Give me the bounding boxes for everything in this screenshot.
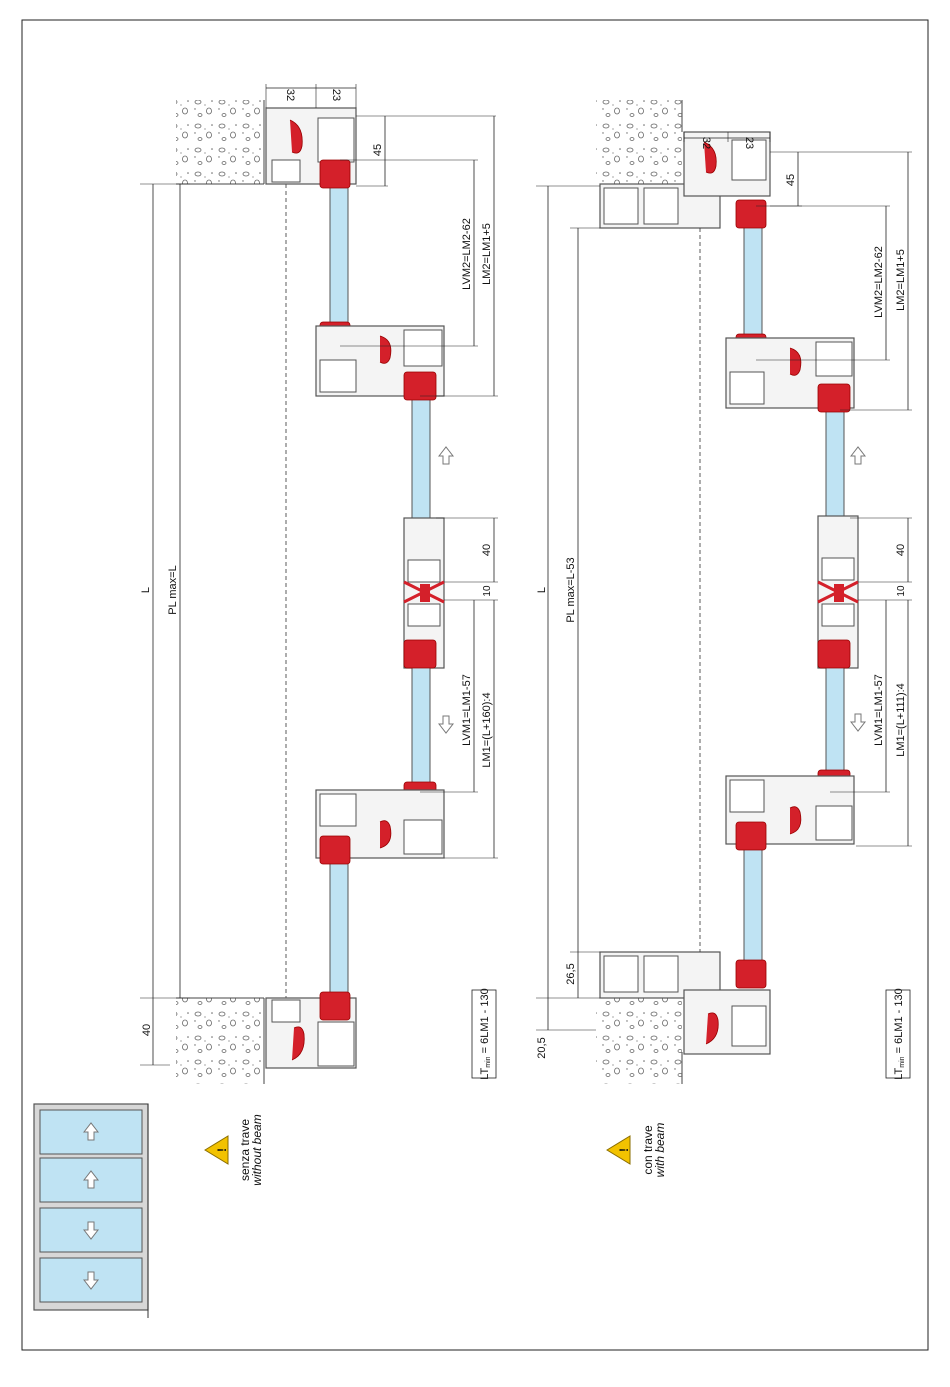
dim-10: 10 — [482, 585, 493, 597]
dim-20-5: 20,5 — [536, 1037, 548, 1058]
dim-23-2: 23 — [743, 137, 755, 149]
warning-with-beam: ! con trave with beam — [607, 1123, 667, 1178]
dim-40-bottom: 40 — [141, 1024, 153, 1036]
svg-text:!: ! — [215, 1148, 229, 1152]
sash-glass-2 — [412, 386, 430, 534]
dim-lvm2: LVM2=LM2-62 — [461, 218, 473, 290]
dim-overall-L-2: L — [536, 587, 548, 593]
dim-lvm1: LVM1=LM1-57 — [461, 674, 473, 746]
sash-glass-1 — [330, 170, 348, 342]
wall-top-2 — [596, 100, 682, 184]
wall-bottom-2 — [596, 998, 682, 1084]
dim-lm2-2: LM2=LM1+5 — [895, 249, 907, 311]
dim-40-center: 40 — [481, 544, 493, 556]
arrow-up-icon — [439, 447, 453, 464]
sash-glass-5 — [744, 210, 762, 350]
wall-bottom — [176, 998, 264, 1084]
sash-glass-8 — [744, 834, 762, 980]
dim-32-2: 32 — [700, 137, 712, 149]
dim-45-2: 45 — [785, 174, 797, 186]
dim-overall-L: L — [140, 587, 152, 593]
section-with-beam: 32 23 L — [536, 100, 912, 1177]
arrow-down-icon — [439, 716, 453, 733]
dim-lvm1-2: LVM1=LM1-57 — [873, 674, 885, 746]
sash-glass-4 — [330, 846, 348, 996]
dim-10-2: 10 — [896, 585, 907, 597]
caption-with-beam: with beam — [653, 1123, 667, 1178]
sash-glass-7 — [826, 656, 844, 786]
dim-pl-max-2: PL max=L-53 — [565, 557, 577, 622]
dim-45: 45 — [372, 144, 384, 156]
caption-without-beam: without beam — [250, 1114, 264, 1185]
warning-without-beam: ! senza trave without beam — [205, 1114, 264, 1185]
dim-32: 32 — [284, 89, 296, 101]
dim-lm1: LM1=(L+160):4 — [481, 692, 493, 767]
window-elevation-key — [34, 1104, 148, 1318]
arrow-up-icon — [851, 447, 865, 464]
arrow-down-icon — [851, 714, 865, 731]
dim-lvm2-2: LVM2=LM2-62 — [873, 246, 885, 318]
dim-23: 23 — [330, 89, 342, 101]
dim-lm2: LM2=LM1+5 — [481, 223, 493, 285]
dim-40-center-2: 40 — [895, 544, 907, 556]
svg-text:!: ! — [617, 1148, 631, 1152]
sash-glass-6 — [826, 398, 844, 532]
sheet-border — [22, 20, 928, 1350]
sash-glass-3 — [412, 656, 430, 796]
dim-pl-max: PL max=L — [167, 565, 179, 614]
dim-26-5: 26,5 — [565, 963, 577, 984]
section-without-beam: L PL max=L 40 32 23 — [140, 84, 498, 1186]
wall-top — [176, 100, 264, 184]
dim-lm1-2: LM1=(L+111):4 — [895, 683, 907, 757]
